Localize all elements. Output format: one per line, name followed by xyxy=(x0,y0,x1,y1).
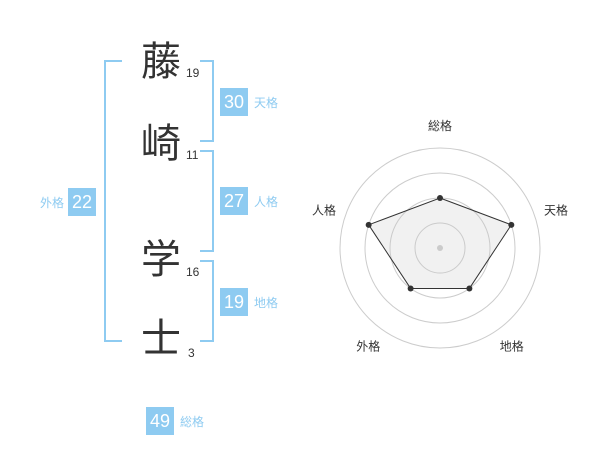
soukaku-badge: 49 総格 xyxy=(146,407,204,435)
stroke-count-1: 19 xyxy=(186,66,200,80)
radar-ring-1 xyxy=(414,222,466,274)
jinkaku-label: 人格 xyxy=(254,194,279,209)
gaikaku-value: 22 xyxy=(68,188,97,216)
radar-axis-label-5: 人格 xyxy=(312,202,336,217)
gaikaku-bracket xyxy=(104,60,122,342)
radar-point-3 xyxy=(466,285,473,292)
radar-axis-label-3: 地格 xyxy=(500,339,524,354)
stroke-count-3: 16 xyxy=(186,265,200,279)
radar-ring-4 xyxy=(339,147,541,349)
name-char-2: 崎 xyxy=(141,121,181,167)
radar-point-1 xyxy=(437,195,443,201)
stroke-count-2: 11 xyxy=(186,148,199,162)
radar-center-dot xyxy=(437,245,443,251)
chikaku-value: 19 xyxy=(220,288,248,316)
name-char-3: 学 xyxy=(141,237,181,283)
tenkaku-label: 天格 xyxy=(254,95,279,110)
jinkaku-value: 27 xyxy=(220,187,248,215)
tenkaku-badge: 30 天格 xyxy=(220,88,278,116)
soukaku-value: 49 xyxy=(146,407,174,435)
radar-series-polygon xyxy=(367,197,513,289)
radar-axis-label-4: 外格 xyxy=(356,339,380,354)
chikaku-bracket xyxy=(200,260,214,342)
gaikaku-badge: 外格 22 xyxy=(40,188,97,216)
radar-axis-label-1: 総格 xyxy=(428,118,452,133)
chikaku-label: 地格 xyxy=(254,295,279,310)
soukaku-label: 総格 xyxy=(180,414,205,429)
radar-point-2 xyxy=(508,221,515,228)
radar-point-4 xyxy=(407,285,414,292)
radar-point-5 xyxy=(365,221,372,228)
radar-axis-label-2: 天格 xyxy=(544,202,568,217)
chikaku-badge: 19 地格 xyxy=(220,288,278,316)
radar-ring-3 xyxy=(364,172,516,324)
name-char-1: 藤 xyxy=(141,39,181,85)
jinkaku-bracket xyxy=(200,150,214,252)
gaikaku-label: 外格 xyxy=(40,195,65,210)
tenkaku-bracket xyxy=(200,60,214,142)
stroke-count-4: 3 xyxy=(188,346,195,360)
name-char-4: 士 xyxy=(141,316,181,362)
jinkaku-badge: 27 人格 xyxy=(220,187,278,215)
tenkaku-value: 30 xyxy=(220,88,248,116)
